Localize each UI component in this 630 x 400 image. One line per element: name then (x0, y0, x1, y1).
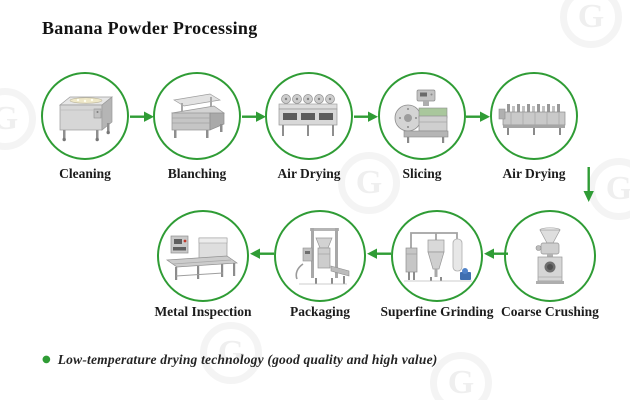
step-label-slicing: Slicing (402, 166, 442, 181)
page-title: Banana Powder Processing (42, 18, 258, 38)
step-circle-slicing (378, 72, 466, 160)
metal-detector-machine-icon (165, 235, 239, 280)
flow-arrow-right-icon (130, 111, 154, 122)
step-circle-air-drying-1 (265, 72, 353, 160)
flow-arrow-right-icon (354, 111, 378, 122)
step-label-cleaning: Cleaning (59, 166, 111, 181)
step-circle-superfine-grinding (391, 210, 483, 302)
step-label-blanching: Blanching (167, 166, 227, 181)
step-circle-air-drying-2 (490, 72, 578, 160)
step-label-air-drying-2: Air Drying (502, 166, 566, 181)
step-circle-coarse-crushing (504, 210, 596, 302)
watermark: G (430, 352, 492, 400)
flow-arrow-right-icon (242, 111, 266, 122)
packaging-machine-icon (295, 228, 350, 285)
watermark: G (560, 0, 622, 48)
footnote-text: Low-temperature drying technology (good … (57, 352, 438, 367)
air-dryer-machine-icon (278, 94, 338, 136)
belt-dryer-machine-icon (498, 104, 566, 135)
flow-arrow-left-icon (250, 248, 274, 259)
superfine-grinder-machine-icon (404, 232, 472, 282)
step-circle-metal-inspection (157, 210, 249, 302)
step-circle-packaging (274, 210, 366, 302)
step-label-packaging: Packaging (289, 304, 350, 319)
bullet-icon: ● (42, 354, 51, 365)
cleaning-machine-icon (59, 96, 113, 142)
step-label-superfine-grinding: Superfine Grinding (380, 304, 494, 319)
step-label-coarse-crushing: Coarse Crushing (501, 304, 599, 319)
step-label-air-drying-1: Air Drying (277, 166, 341, 181)
flow-arrow-left-icon (367, 248, 391, 259)
step-circle-blanching (153, 72, 241, 160)
step-label-metal-inspection: Metal Inspection (154, 304, 252, 319)
footnote: ● Low-temperature drying technology (goo… (42, 352, 437, 368)
flow-arrow-right-icon (466, 111, 490, 122)
flow-arrow-down-icon (583, 167, 594, 202)
blanching-machine-icon (171, 93, 225, 138)
slicing-machine-icon (394, 89, 449, 143)
watermark: G (0, 88, 36, 150)
flow-arrow-left-icon (484, 248, 508, 259)
coarse-crusher-machine-icon (535, 227, 564, 284)
watermark: G (338, 152, 400, 214)
step-circle-cleaning (41, 72, 129, 160)
